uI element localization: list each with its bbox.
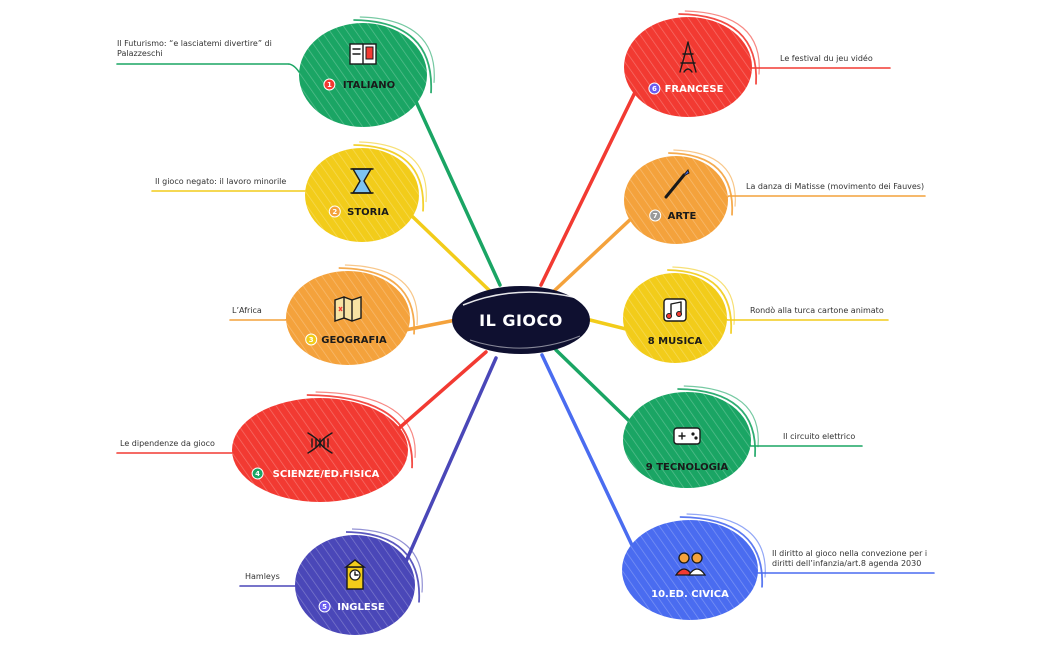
node-label-group: 6 FRANCESE xyxy=(648,82,724,95)
note-text-civica: Il diritto al gioco nella convezione per… xyxy=(772,549,927,568)
note-text-inglese: Hamleys xyxy=(245,572,280,581)
number-badge xyxy=(648,82,661,95)
note-text-geografia: L’Africa xyxy=(232,306,262,315)
number-badge xyxy=(323,78,336,91)
music-note-icon xyxy=(663,298,687,322)
branches xyxy=(384,80,642,577)
topic-node-tecnologia[interactable]: 9 TECNOLOGIA xyxy=(623,385,759,488)
node-label-scienze: SCIENZE/ED.FISICA xyxy=(273,469,380,480)
number-badge xyxy=(318,600,331,613)
note-line: Il gioco negato: il lavoro minorile xyxy=(155,177,286,186)
number-badge-text: 6 xyxy=(652,85,657,93)
branch-inglese xyxy=(398,356,498,577)
hourglass-icon xyxy=(350,168,374,194)
gamepad-icon xyxy=(673,427,701,445)
topic-node-musica[interactable]: 8 MUSICA xyxy=(623,266,735,363)
note-line: Le festival du jeu vidéo xyxy=(780,53,873,63)
note-line: Hamleys xyxy=(245,572,280,581)
topic-node-scienze[interactable]: 4 SCIENZE/ED.FISICA xyxy=(232,391,416,502)
topic-node-storia[interactable]: 2 STORIA xyxy=(305,141,427,242)
note-line: diritti dell’infanzia/art.8 agenda 2030 xyxy=(772,559,921,568)
node-label-civica: 10.ED. CIVICA xyxy=(651,589,729,600)
topic-node-arte[interactable]: 7 ARTE xyxy=(624,149,736,244)
node-label-storia: STORIA xyxy=(347,207,389,218)
note-text-storia: Il gioco negato: il lavoro minorile xyxy=(155,177,286,186)
note-line: Il circuito elettrico xyxy=(783,432,855,441)
number-badge-text: 1 xyxy=(327,81,332,89)
node-label-italiano: ITALIANO xyxy=(343,80,395,91)
node-label-group: 7 ARTE xyxy=(649,209,697,222)
node-label-group: 10.ED. CIVICA xyxy=(651,589,729,600)
note-line: Rondò alla turca cartone animato xyxy=(750,305,884,315)
note-text-scienze: Le dipendenze da gioco xyxy=(120,439,215,448)
number-badge xyxy=(328,205,341,218)
number-badge xyxy=(305,333,318,346)
notes: Il Futurismo: “e lasciatemi divertire” d… xyxy=(116,39,935,587)
number-badge-text: 5 xyxy=(322,603,327,611)
branch-arte xyxy=(551,211,639,294)
note-text-francese: Le festival du jeu vidéo xyxy=(780,53,873,63)
dna-icon xyxy=(307,432,333,454)
topic-node-italiano[interactable]: 1 ITALIANO xyxy=(299,16,435,127)
paintbrush-icon xyxy=(664,169,690,199)
node-label-group: 4 SCIENZE/ED.FISICA xyxy=(251,467,380,480)
note-line: La danza di Matisse (movimento dei Fauve… xyxy=(746,182,924,191)
node-label-inglese: INGLESE xyxy=(337,602,385,613)
node-label-musica: 8 MUSICA xyxy=(648,336,703,347)
branch-francese xyxy=(539,80,642,287)
note-line: Il Futurismo: “e lasciatemi divertire” d… xyxy=(117,39,272,48)
topic-node-francese[interactable]: 6 FRANCESE xyxy=(624,10,760,117)
topic-node-inglese[interactable]: 5 INGLESE xyxy=(295,528,423,635)
clock-tower-icon xyxy=(343,559,367,590)
note-text-tecnologia: Il circuito elettrico xyxy=(783,432,855,441)
number-badge-text: 4 xyxy=(255,470,260,478)
node-label-group: 5 INGLESE xyxy=(318,600,385,613)
node-label-group: 9 TECNOLOGIA xyxy=(646,462,729,473)
book-icon xyxy=(349,43,377,65)
note-text-musica: Rondò alla turca cartone animato xyxy=(750,305,884,315)
node-label-tecnologia: 9 TECNOLOGIA xyxy=(646,462,729,473)
topic-node-geografia[interactable]: 3 GEOGRAFIA xyxy=(286,264,418,365)
branch-tecnologia xyxy=(554,348,641,433)
map-icon xyxy=(334,296,362,322)
number-badge-text: 2 xyxy=(332,208,337,216)
branch-scienze xyxy=(384,350,488,442)
number-badge-text: 7 xyxy=(653,212,658,220)
note-text-arte: La danza di Matisse (movimento dei Fauve… xyxy=(746,182,924,191)
number-badge xyxy=(649,209,662,222)
node-label-geografia: GEOGRAFIA xyxy=(321,335,387,346)
branch-storia xyxy=(403,207,494,295)
eiffel-tower-icon xyxy=(679,41,697,73)
node-label-francese: FRANCESE xyxy=(665,84,724,95)
central-title: IL GIOCO xyxy=(479,311,563,330)
node-label-arte: ARTE xyxy=(668,211,697,222)
node-label-group: 2 STORIA xyxy=(328,205,389,218)
number-badge xyxy=(251,467,264,480)
branch-civica xyxy=(540,353,641,562)
topic-node-civica[interactable]: 10.ED. CIVICA xyxy=(622,513,766,620)
number-badge-text: 3 xyxy=(309,336,314,344)
people-icon xyxy=(674,552,707,576)
note-line: Le dipendenze da gioco xyxy=(120,439,215,448)
note-text-italiano: Il Futurismo: “e lasciatemi divertire” d… xyxy=(117,39,272,58)
node-label-group: 1 ITALIANO xyxy=(323,78,395,91)
note-line: Il diritto al gioco nella convezione per… xyxy=(772,549,927,558)
topic-nodes: 1 ITALIANO 2 STORIA 3 GEOGRAFIA 4 SCIENZE/ED.FI… xyxy=(232,10,766,635)
note-line: L’Africa xyxy=(232,306,262,315)
note-line: Palazzeschi xyxy=(117,49,163,58)
node-label-group: 8 MUSICA xyxy=(648,336,703,347)
branch-italiano xyxy=(409,88,502,287)
node-label-group: 3 GEOGRAFIA xyxy=(305,333,387,346)
central-topic[interactable]: IL GIOCO xyxy=(452,286,590,354)
